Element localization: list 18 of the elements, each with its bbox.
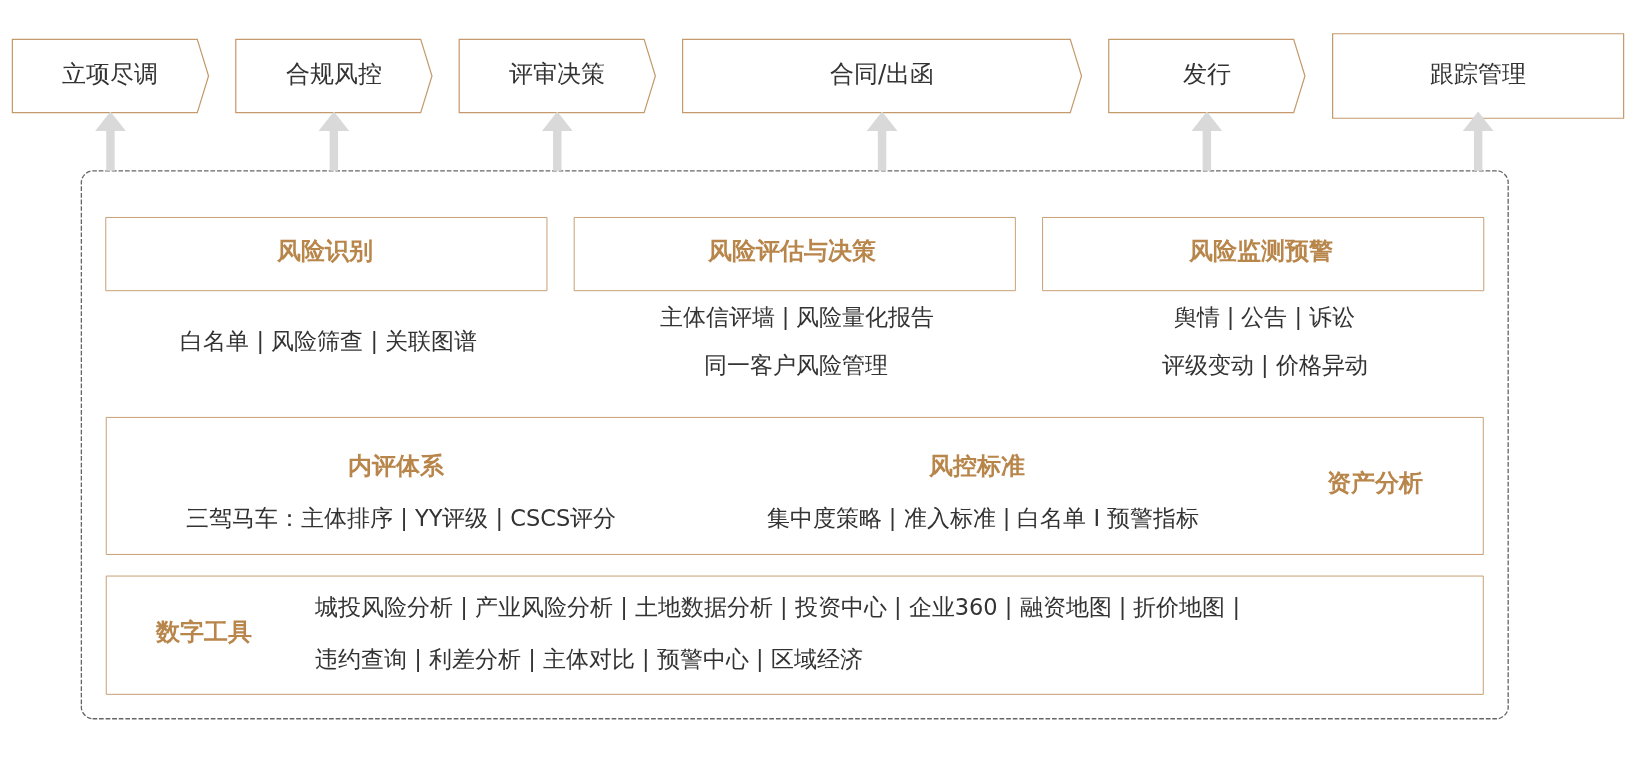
cluster: [80, 169, 1509, 719]
node-label: 同一客户风险管理: [704, 351, 889, 378]
node-label: 评级变动 | 价格异动: [1161, 351, 1368, 378]
arrow: [1191, 111, 1223, 171]
node-box: 风险识别: [105, 216, 548, 291]
arrow: [1462, 111, 1494, 171]
node-label: 舆情 | 公告 | 诉讼: [1173, 303, 1356, 330]
node-box: 风险评估与决策: [573, 216, 1016, 291]
arrow: [318, 111, 350, 171]
node-label: 白名单 | 风险筛查 | 关联图谱: [180, 327, 478, 354]
node-box: 风险监测预警: [1042, 216, 1485, 291]
node-box: 跟踪管理: [1332, 32, 1625, 119]
node-box: 内评体系 风控标准 资产分析 三驾马车：主体排序 | YY评级 | CSCS评分 集中度策略 | 准入标准 | 白名单 I 预警指标: [105, 416, 1484, 555]
arrow: [95, 111, 126, 171]
node-box: 数字工具 城投风险分析 | 产业风险分析 | 土地数据分析 | 投资中心 | 企业360 | 融资地图 | 折价地图 | 违约查询 | 利差分析 | 主体对比 | 预警中心 | 区域经济: [105, 575, 1484, 695]
node-label: 主体信评墙 | 风险量化报告: [659, 303, 935, 330]
arrow: [866, 111, 898, 171]
arrow: [541, 111, 573, 171]
